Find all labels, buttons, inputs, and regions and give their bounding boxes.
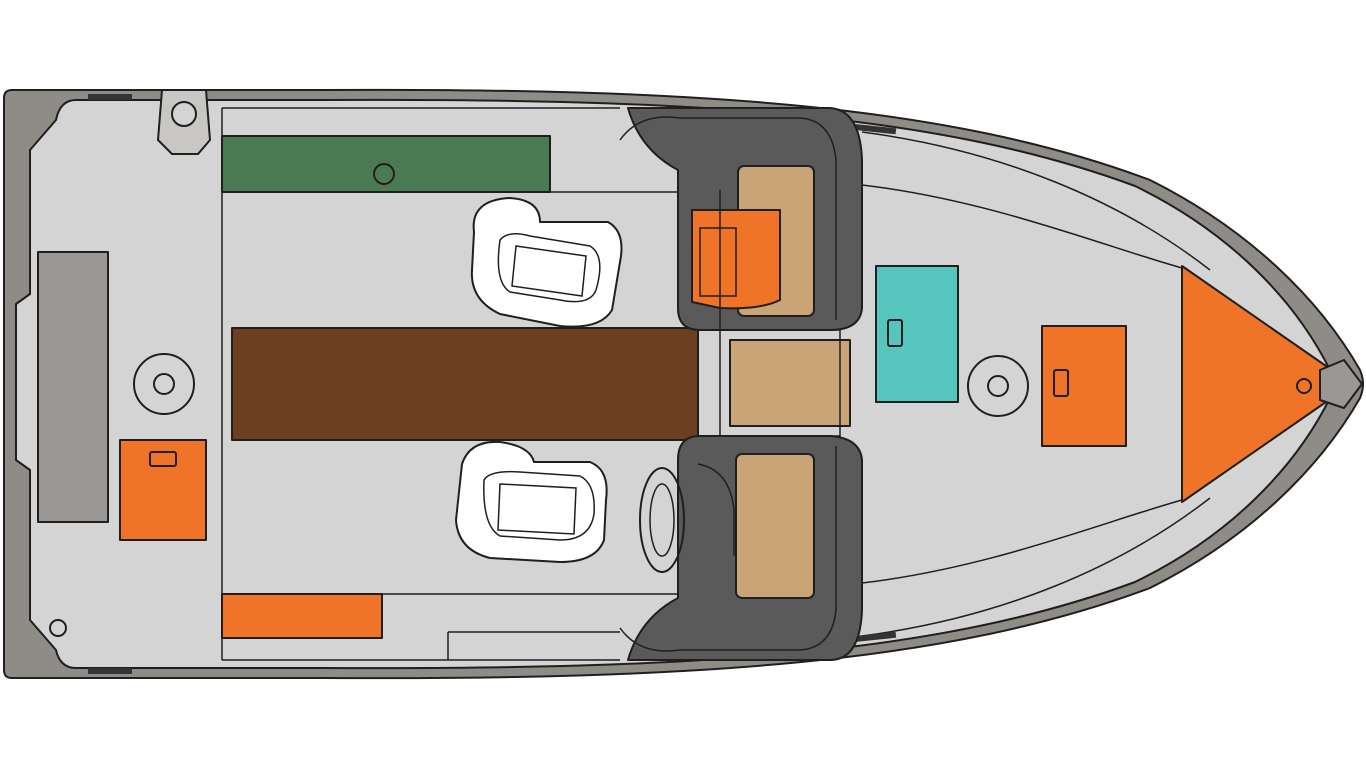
latch-icon — [149, 451, 177, 467]
rub-rail-mark — [88, 94, 132, 100]
aft-deck-divider — [221, 107, 620, 661]
forward-deck-edge — [861, 184, 1183, 584]
drain-plug-icon — [49, 619, 67, 637]
bow-cap — [1319, 359, 1363, 409]
helm-console-upper — [619, 107, 863, 331]
rub-rail-mark — [851, 631, 897, 643]
transom-step — [37, 251, 109, 523]
walkthrough-frame — [719, 329, 841, 437]
walkthrough-cushion — [729, 339, 851, 427]
latch-icon — [887, 319, 903, 347]
anchor-hole-icon — [1296, 378, 1312, 394]
fishing-seat-lower — [455, 440, 608, 563]
helm-console-lower — [619, 435, 863, 661]
rear-storage-compartment — [221, 593, 383, 639]
seat-base-icon — [133, 353, 195, 415]
fishing-seat-upper — [470, 197, 623, 328]
livewell-drain-icon — [373, 163, 395, 185]
rub-rail-mark — [88, 668, 132, 674]
gunwale-line — [861, 131, 1211, 637]
cleat-icon — [157, 89, 211, 155]
rub-rail-mark — [851, 123, 897, 135]
seat-base-icon — [967, 355, 1029, 417]
center-deck-storage — [231, 327, 699, 441]
steering-wheel-icon — [639, 467, 685, 573]
latch-icon — [1053, 369, 1069, 397]
